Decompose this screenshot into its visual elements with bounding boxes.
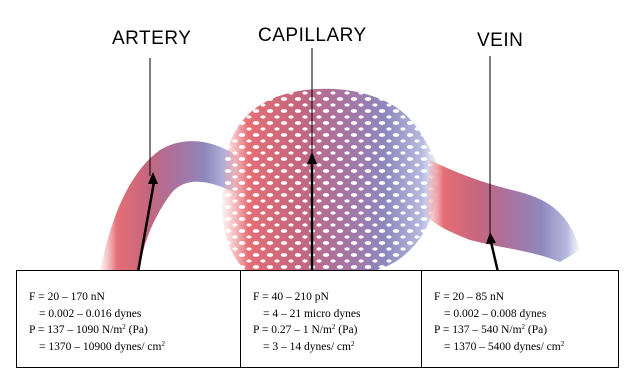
capillary-pressure-dynes: = 3 – 14 dynes/ cm2 — [253, 339, 421, 356]
vein-force: F = 20 – 85 nN — [434, 289, 618, 306]
artery-measurements: F = 20 – 170 nN = 0.002 – 0.016 dynes P … — [17, 271, 240, 367]
artery-label: ARTERY — [112, 28, 191, 50]
capillary-force-dynes: = 4 – 21 micro dynes — [253, 306, 421, 323]
vein-pressure: P = 137 – 540 N/m2 (Pa) — [434, 322, 618, 339]
artery-vessel — [100, 141, 240, 272]
capillary-force: F = 40 – 210 pN — [253, 289, 421, 306]
artery-pressure-dynes: = 1370 – 10900 dynes/ cm2 — [29, 339, 240, 356]
artery-force-dynes: = 0.002 – 0.016 dynes — [29, 306, 240, 323]
measurement-table: F = 20 – 170 nN = 0.002 – 0.016 dynes P … — [16, 270, 619, 368]
capillary-mesh — [215, 85, 445, 290]
vein-label: VEIN — [477, 30, 523, 52]
vein-vessel — [425, 160, 580, 262]
vein-measurements: F = 20 – 85 nN = 0.002 – 0.008 dynes P =… — [421, 271, 618, 367]
artery-force: F = 20 – 170 nN — [29, 289, 240, 306]
vein-pressure-dynes: = 1370 – 5400 dynes/ cm2 — [434, 339, 618, 356]
capillary-pressure: P = 0.27 – 1 N/m2 (Pa) — [253, 322, 421, 339]
vein-force-dynes: = 0.002 – 0.008 dynes — [434, 306, 618, 323]
artery-pressure: P = 137 – 1090 N/m2 (Pa) — [29, 322, 240, 339]
capillary-measurements: F = 40 – 210 pN = 4 – 21 micro dynes P =… — [240, 271, 421, 367]
capillary-label: CAPILLARY — [258, 25, 367, 47]
